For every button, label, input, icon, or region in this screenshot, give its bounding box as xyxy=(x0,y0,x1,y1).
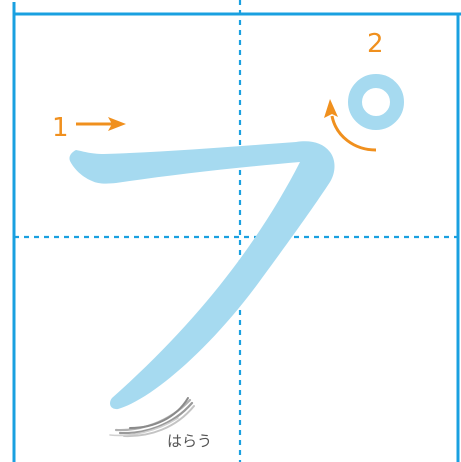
stroke-2-number: 2 xyxy=(367,29,384,59)
stroke-2-handakuten-circle xyxy=(355,81,397,123)
harau-label: はらう xyxy=(167,432,212,450)
writing-box-frame xyxy=(13,2,461,462)
stroke-1-number: 1 xyxy=(52,113,69,143)
arrow-right-icon xyxy=(76,117,126,131)
guide-lines xyxy=(14,0,461,462)
stroke-1-shape xyxy=(69,141,334,409)
